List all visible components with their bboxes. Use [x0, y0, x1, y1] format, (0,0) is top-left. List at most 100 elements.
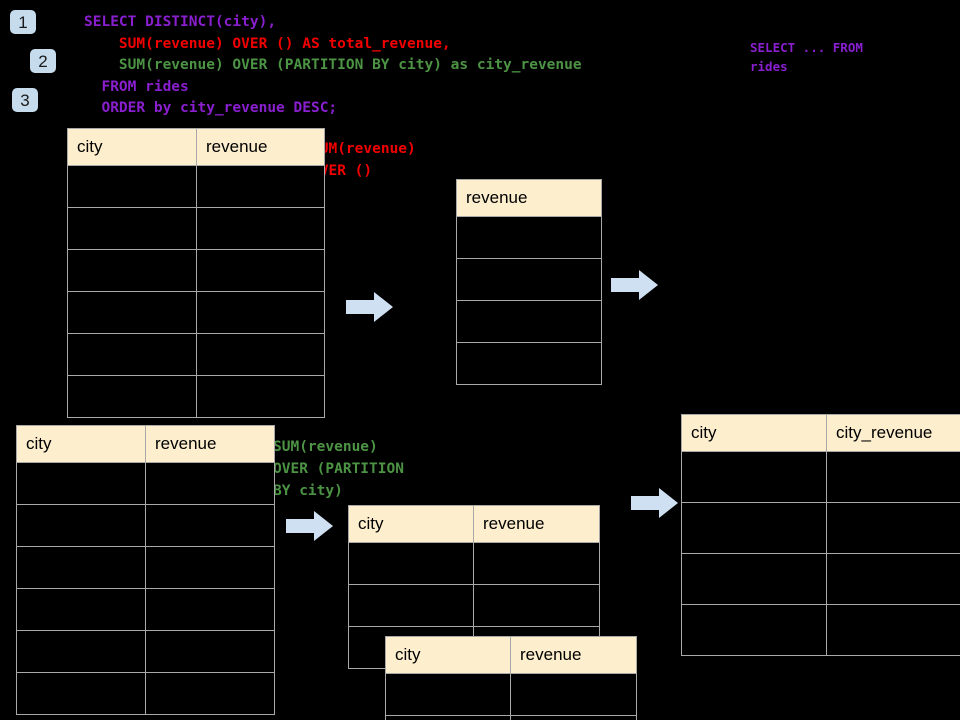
table-row: [16, 672, 275, 715]
table-row: [16, 462, 275, 505]
table-cell-revenue: [145, 588, 275, 631]
table-cell-city: [16, 504, 146, 547]
table-row: [67, 291, 325, 334]
table-cell-revenue: [196, 207, 325, 250]
sql-line-3: SUM(revenue) OVER (PARTITION BY city) as…: [84, 57, 582, 73]
select-from-rides-annotation: SELECT ... FROM rides: [750, 40, 863, 74]
table-header-row: revenue: [456, 179, 602, 217]
table-cell-revenue: [196, 249, 325, 292]
table-cell-city: [16, 462, 146, 505]
table-cell-revenue: [456, 300, 602, 343]
table-cell-city: [348, 542, 474, 585]
column-header-city_revenue: city_revenue: [826, 414, 960, 452]
table-cell-city: [16, 672, 146, 715]
table-row: [67, 375, 325, 418]
table-cell-city_revenue: [826, 451, 960, 503]
table-row: [681, 604, 960, 656]
table-row: [67, 207, 325, 250]
total-revenue-table: revenue: [456, 179, 602, 385]
table-row: [16, 504, 275, 547]
table-row: [67, 165, 325, 208]
table-cell-city: [681, 553, 827, 605]
table-cell-revenue: [145, 546, 275, 589]
table-cell-city: [67, 291, 197, 334]
table-cell-revenue: [196, 375, 325, 418]
table-cell-city: [67, 249, 197, 292]
table-row: [681, 553, 960, 605]
table-cell-city: [348, 584, 474, 627]
table-row: [681, 502, 960, 554]
table-cell-revenue: [196, 291, 325, 334]
table-cell-revenue: [196, 165, 325, 208]
table-cell-revenue: [456, 258, 602, 301]
column-header-revenue: revenue: [456, 179, 602, 217]
step-badge-3[interactable]: 3: [12, 88, 38, 112]
sql-query-block: SELECT DISTINCT(city), SUM(revenue) OVER…: [84, 12, 582, 120]
column-header-city: city: [385, 636, 511, 674]
column-header-revenue: revenue: [473, 505, 600, 543]
table-row: [16, 630, 275, 673]
table-cell-revenue: [145, 462, 275, 505]
table-cell-revenue: [145, 504, 275, 547]
table-cell-revenue: [145, 630, 275, 673]
table-row: [348, 542, 600, 585]
table-cell-city: [681, 451, 827, 503]
table-cell-revenue: [510, 715, 637, 720]
table-row: [681, 451, 960, 503]
column-header-city: city: [348, 505, 474, 543]
table-cell-city: [681, 502, 827, 554]
table-row: [385, 673, 637, 716]
table-cell-city_revenue: [826, 502, 960, 554]
table-cell-city: [67, 375, 197, 418]
sql-line-1: SELECT DISTINCT(city),: [84, 14, 277, 30]
table-row: [16, 546, 275, 589]
table-row: [456, 258, 602, 301]
table-cell-revenue: [473, 584, 600, 627]
table-cell-city: [16, 630, 146, 673]
arrow-total-to-result: [611, 268, 659, 302]
table-cell-city: [16, 588, 146, 631]
column-header-city: city: [681, 414, 827, 452]
table-cell-revenue: [196, 333, 325, 376]
table-cell-revenue: [456, 216, 602, 259]
sql-line-4: FROM rides: [84, 78, 189, 95]
table-cell-city: [67, 207, 197, 250]
sql-line-2: SUM(revenue) OVER () AS total_revenue,: [84, 35, 451, 52]
column-header-city: city: [16, 425, 146, 463]
table-cell-revenue: [456, 342, 602, 385]
sum-over-partition-annotation: SUM(revenue) OVER (PARTITION BY city): [273, 439, 404, 499]
table-row: [385, 715, 637, 720]
table-cell-revenue: [510, 673, 637, 716]
step-badge-1[interactable]: 1: [10, 10, 36, 34]
arrow-source-to-partition: [286, 509, 334, 543]
table-row: [456, 300, 602, 343]
table-cell-revenue: [473, 542, 600, 585]
column-header-revenue: revenue: [510, 636, 637, 674]
column-header-revenue: revenue: [145, 425, 275, 463]
step-badge-2[interactable]: 2: [30, 49, 56, 73]
table-cell-city_revenue: [826, 553, 960, 605]
table-cell-city: [681, 604, 827, 656]
arrow-source-to-total: [346, 290, 394, 324]
table-cell-city: [67, 165, 197, 208]
table-cell-city: [385, 715, 511, 720]
sql-line-5: ORDER by city_revenue DESC;: [84, 100, 338, 116]
table-cell-city: [385, 673, 511, 716]
table-cell-city: [67, 333, 197, 376]
table-row: [348, 584, 600, 627]
sum-over-empty-annotation: SUM(revenue) OVER (): [311, 141, 416, 179]
table-cell-city: [16, 546, 146, 589]
arrow-partition-to-result: [631, 486, 679, 520]
column-header-revenue: revenue: [196, 128, 325, 166]
table-row: [67, 333, 325, 376]
